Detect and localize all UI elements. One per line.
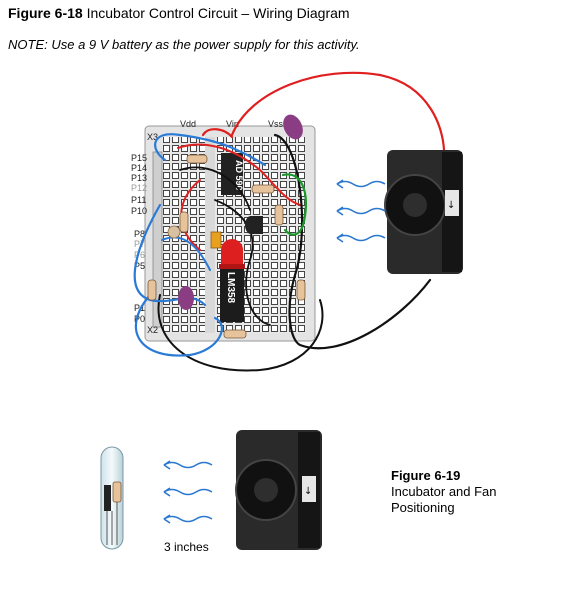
tube-resistor <box>112 481 122 503</box>
fan-bottom-hub <box>254 478 278 502</box>
caption-number: Figure 6-19 <box>391 468 461 483</box>
distance-label: 3 inches <box>164 540 209 554</box>
pin-label-p13: P13 <box>131 173 147 183</box>
red-wire-vin <box>230 71 446 162</box>
figure-title-text: Incubator Control Circuit – Wiring Diagr… <box>86 5 350 21</box>
opamp-chip: LM358 <box>220 268 244 322</box>
fan-bottom: ↓ <box>235 430 322 550</box>
red-wire-short <box>201 128 234 139</box>
black-wire-fan <box>273 133 432 350</box>
airflow-bottom-2 <box>163 488 213 496</box>
sensor-chip-body <box>221 153 243 195</box>
pin-label-p6: P6 <box>134 250 145 260</box>
airflow-top-2 <box>336 207 386 215</box>
led <box>219 239 245 269</box>
capacitor-bottom <box>178 286 194 310</box>
pin-label-p7: P7 <box>134 239 145 249</box>
pin-label-p14: P14 <box>131 163 147 173</box>
pin-label-p11: P11 <box>131 195 146 205</box>
airflow-top-1-head <box>336 179 344 189</box>
green-wire <box>281 173 307 236</box>
black-wire-top <box>179 166 251 211</box>
temperature-sensor-chip: AD 590 <box>221 153 244 195</box>
yellow-component <box>210 231 222 249</box>
airflow-bottom-2-head <box>163 487 171 497</box>
blue-wire-4 <box>161 236 211 271</box>
resistor-2 <box>179 211 189 233</box>
airflow-top-1 <box>336 180 386 188</box>
resistor-6 <box>223 329 247 339</box>
figure-title: Figure 6-18 Incubator Control Circuit – … <box>8 5 350 21</box>
opamp-body <box>220 268 244 322</box>
led-rim <box>219 264 245 269</box>
transistor <box>245 216 263 234</box>
fan-bottom-label <box>302 476 316 502</box>
airflow-bottom-1 <box>163 461 213 469</box>
airflow-top-3-head <box>336 233 344 243</box>
pin-label-p15: P15 <box>131 153 147 163</box>
blue-wire-1 <box>154 133 267 167</box>
airflow-top <box>336 179 386 243</box>
pin-label-p10: P10 <box>131 206 147 216</box>
resistor-4 <box>147 279 157 301</box>
fan-top-arrow-icon: ↓ <box>447 200 455 211</box>
pin-label-p1: P1 <box>134 303 145 313</box>
vss-label: Vss <box>268 119 284 129</box>
pin-label-p5: P5 <box>134 261 145 271</box>
wires <box>133 71 446 372</box>
breadboard-channel <box>205 137 215 333</box>
airflow-top-3 <box>336 234 386 242</box>
pin-label-p0: P0 <box>134 314 145 324</box>
resistor-5 <box>296 279 306 301</box>
led-body <box>221 239 243 266</box>
incubator-tube <box>100 446 124 550</box>
fan-top-label <box>445 190 459 216</box>
resistor-1 <box>186 154 208 164</box>
figure-caption: Figure 6-19 Incubator and Fan Positionin… <box>391 468 497 516</box>
resistor-3 <box>274 204 284 226</box>
pin-marker-bottom: X2 <box>147 325 158 335</box>
figure-number: Figure 6-18 <box>8 5 83 21</box>
fan-bottom-arrow-icon: ↓ <box>304 486 312 497</box>
black-wire-bottom <box>157 294 324 372</box>
capacitor-top <box>283 114 303 140</box>
tube-sensor <box>104 485 111 511</box>
blue-wire-3 <box>134 293 223 357</box>
pin-label-p12: P12 <box>131 183 147 193</box>
black-wire-mid <box>214 199 271 326</box>
thermistor <box>167 225 181 239</box>
airflow-bottom-1-head <box>163 460 171 470</box>
airflow-bottom-3-head <box>163 514 171 524</box>
fan-top-hub <box>403 193 427 217</box>
pin-marker-top: X3 <box>147 132 158 142</box>
vdd-label: Vdd <box>180 119 196 129</box>
caption-line-2: Positioning <box>391 500 455 515</box>
regulator-label: AD 590 <box>234 160 244 191</box>
red-wire-jumper <box>177 143 301 206</box>
components <box>147 114 306 339</box>
caption-line-1: Incubator and Fan <box>391 484 497 499</box>
airflow-top-2-head <box>336 206 344 216</box>
opamp-label: LM358 <box>225 272 236 304</box>
resistor-7 <box>251 184 275 194</box>
vin-label: Vin <box>226 119 239 129</box>
airflow-bottom-3 <box>163 515 213 523</box>
fan-top: ↓ <box>384 150 463 274</box>
airflow-bottom <box>163 460 213 524</box>
power-note: NOTE: Use a 9 V battery as the power sup… <box>8 37 360 52</box>
pin-label-p8: P8 <box>134 229 145 239</box>
